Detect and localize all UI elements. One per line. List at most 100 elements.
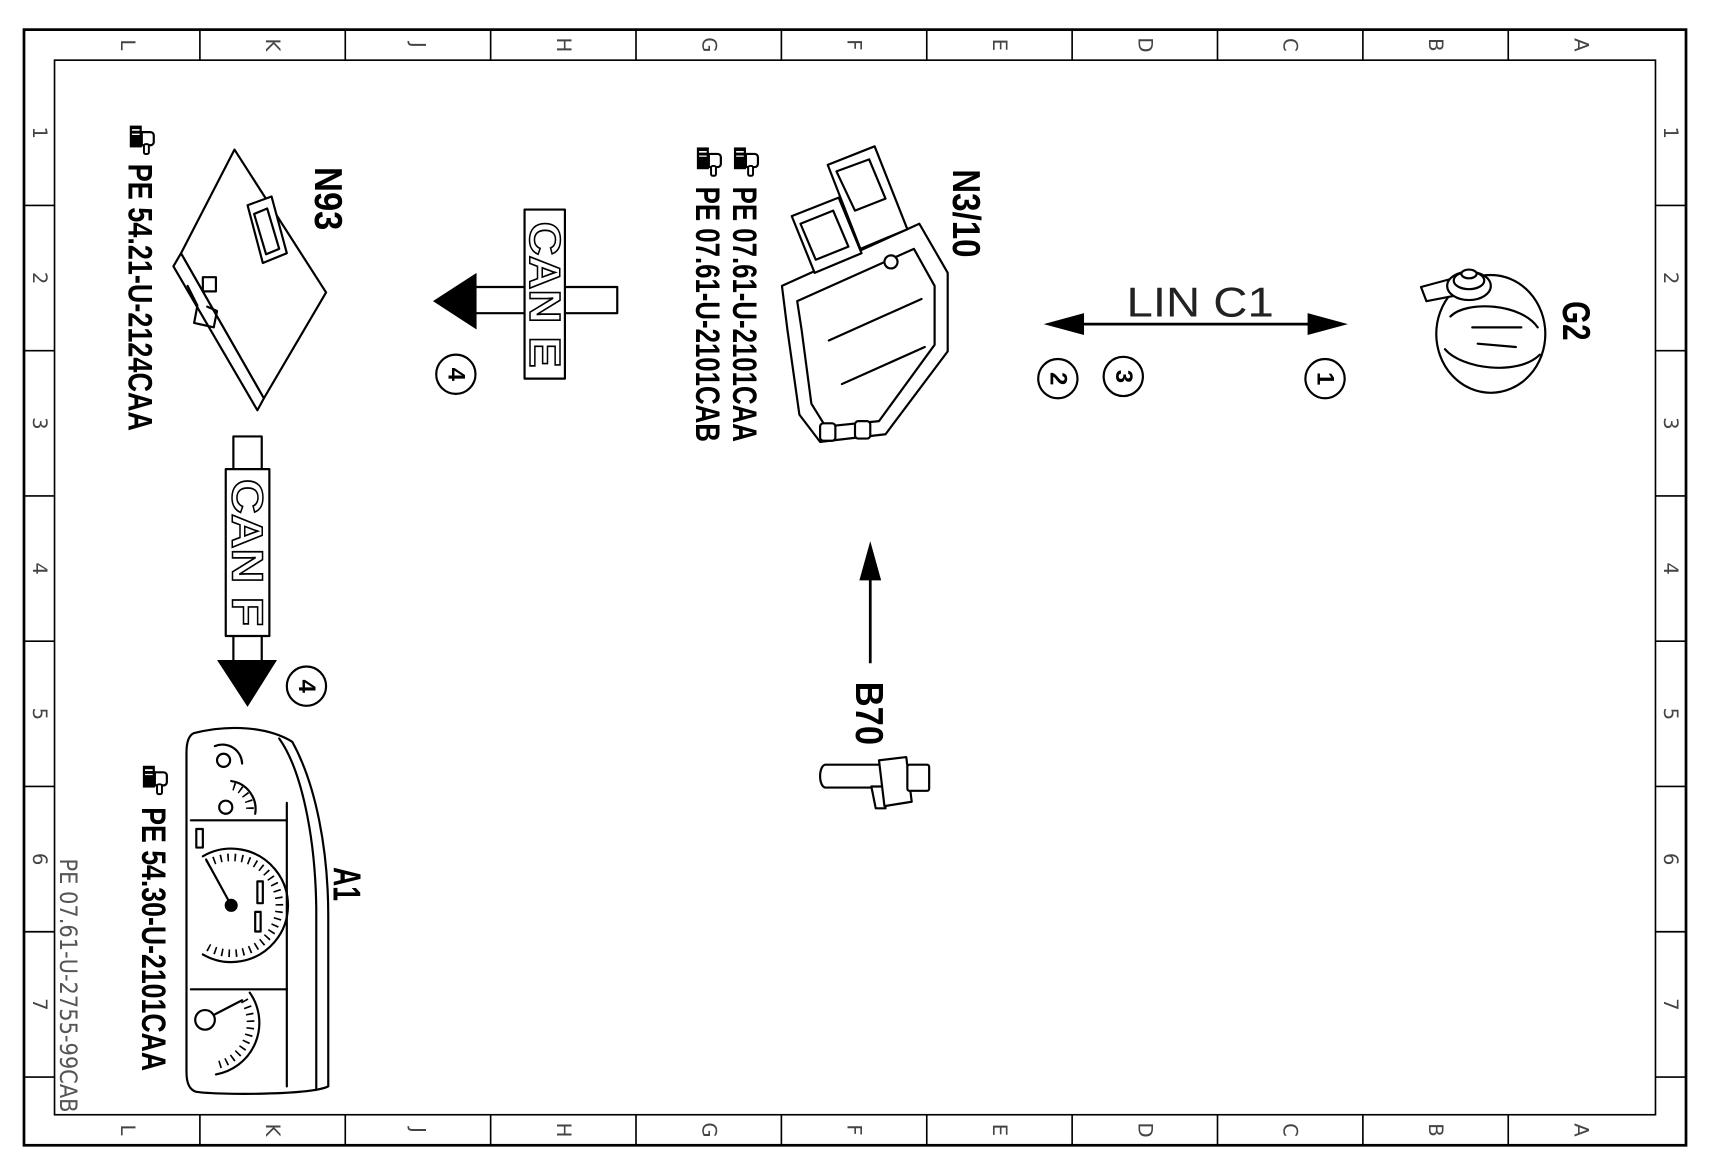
column-label-a-bottom: A: [1569, 1123, 1592, 1137]
row-label-1-left: 1: [28, 127, 51, 140]
a1-main-gauge-ticks: [205, 853, 284, 958]
g2-pulley-hub: [1460, 268, 1478, 280]
g2-stator-slots: [1471, 326, 1523, 349]
b70-sensor-body: [877, 755, 913, 808]
can-e-callout-circle: [435, 353, 477, 395]
reference-pointer-icon: [141, 764, 168, 796]
column-label-e-bottom: E: [988, 1124, 1011, 1136]
can-f-label: CAN F: [222, 479, 270, 626]
n3-10-mounting-screw: [883, 254, 899, 270]
n3-10-reference-2: PE 07.61-U-2101CAB: [688, 187, 726, 442]
lin-c1-bus-arrow: LIN C1 2 3 1: [1037, 278, 1348, 400]
reference-pointer-icon: [732, 146, 760, 177]
lin-c1-callout-3: 3: [1102, 355, 1144, 398]
can-f-label-box: [224, 468, 271, 638]
a1-lower-gauge-scale: [214, 991, 261, 1076]
n93-mounting-clip: [186, 284, 219, 329]
row-label-3-left: 3: [28, 417, 51, 430]
lin-c1-arrowhead-left: [1043, 313, 1085, 335]
column-label-d-top: D: [1133, 37, 1156, 52]
n3-10-connector-upper-socket: [835, 158, 887, 212]
a1-bezel-inner-edge: [278, 737, 318, 1091]
n3-10-component: PE 07.61-U-2101CAB PE 07.61-U-2101CAA N3…: [688, 145, 988, 443]
a1-small-gauge-scale-2: [230, 779, 257, 815]
n3-10-housing-panel: [796, 247, 936, 428]
g2-component: G2: [1419, 268, 1598, 394]
lin-c1-callout-number: 3: [1110, 370, 1137, 383]
can-e-label-box: [523, 208, 567, 380]
n3-10-mounting-tab-right: [853, 420, 872, 440]
reference-pointer-icon: [695, 146, 722, 177]
can-e-bus-arrow: CAN E 4: [432, 208, 619, 395]
a1-main-gauge-needle: [205, 858, 233, 907]
column-label-h-top: H: [552, 38, 575, 53]
lin-c1-callout-number: 2: [1044, 372, 1071, 385]
column-label-a-top: A: [1569, 38, 1592, 52]
a1-lower-gauge-pivot: [194, 1008, 216, 1031]
row-label-7-right: 7: [1659, 998, 1682, 1011]
can-e-label: CAN E: [520, 222, 568, 368]
a1-main-gauge-pivot: [224, 898, 238, 912]
column-label-k-top: K: [261, 38, 284, 52]
a1-main-gauge-scale: [201, 847, 290, 964]
b70-connector: [906, 763, 931, 792]
a1-component: PE 54.30-U-2101CAA: [134, 726, 369, 1095]
row-label-1-right: 1: [1659, 127, 1682, 140]
column-label-l-top: L: [116, 39, 139, 50]
row-label-2-left: 2: [28, 272, 51, 285]
row-label-6-right: 6: [1659, 853, 1682, 866]
column-label-j-bottom: J: [407, 1125, 430, 1133]
b70-component: B70: [819, 541, 931, 810]
a1-indicator-lamp: [195, 827, 204, 849]
can-f-bus-arrow: CAN F 4: [217, 435, 328, 707]
n3-10-mounting-tab-left: [819, 422, 837, 442]
lin-c1-callout-circle: [1037, 357, 1079, 400]
a1-display-segment-1: [256, 880, 264, 905]
can-e-callout: 4: [435, 353, 477, 395]
row-label-6-left: 6: [28, 853, 51, 866]
b70-arrowhead: [859, 541, 882, 581]
can-f-callout: 4: [285, 665, 328, 707]
can-f-callout-circle: [285, 665, 328, 707]
row-label-5-right: 5: [1659, 708, 1682, 721]
n3-10-connector-lower-socket: [799, 209, 850, 261]
lin-c1-callout-circle: [1102, 355, 1144, 398]
grid-zone-dividers: [23, 29, 1687, 1146]
row-label-2-right: 2: [1659, 272, 1682, 285]
n93-clip-tab: [201, 276, 218, 293]
can-f-callout-number: 4: [293, 679, 320, 693]
a1-lower-gauge-needle: [211, 999, 244, 1017]
a1-reference: PE 54.30-U-2101CAA: [134, 807, 172, 1071]
reference-pointer-icon: [128, 124, 155, 156]
row-label-4-left: 4: [28, 562, 51, 575]
column-label-b-bottom: B: [1424, 1123, 1447, 1136]
column-label-j-top: J: [407, 40, 430, 48]
row-label-7-left: 7: [28, 998, 51, 1011]
n93-control-unit-drawing: [172, 148, 328, 412]
g2-housing-rib: [1443, 305, 1541, 369]
column-label-h-bottom: H: [552, 1123, 575, 1138]
n3-10-housing-rib: [827, 297, 926, 386]
g2-alternator-drawing: [1419, 268, 1547, 394]
g2-housing: [1435, 273, 1547, 394]
column-label-c-bottom: C: [1279, 1123, 1302, 1137]
n93-reference: PE 54.21-U-2124CAA: [121, 164, 159, 431]
inner-border: [53, 59, 1657, 1116]
n3-10-engine-control-unit-drawing: [780, 145, 949, 443]
column-label-g-top: G: [697, 37, 720, 52]
row-label-3-right: 3: [1659, 417, 1682, 430]
column-label-f-bottom: F: [843, 1124, 866, 1135]
g2-label: G2: [1554, 301, 1598, 340]
lin-c1-arrowhead-right: [1307, 313, 1348, 335]
can-f-arrowhead: [217, 659, 278, 707]
column-label-l-bottom: L: [116, 1125, 139, 1136]
can-e-arrowhead: [432, 272, 477, 330]
lin-c1-callout-2: 2: [1037, 357, 1079, 400]
column-label-f-top: F: [843, 39, 866, 50]
b70-label: B70: [847, 682, 891, 745]
n3-10-label: N3/10: [944, 169, 988, 257]
a1-small-gauge-pivot-2: [218, 799, 234, 815]
column-label-g-bottom: G: [697, 1122, 720, 1137]
